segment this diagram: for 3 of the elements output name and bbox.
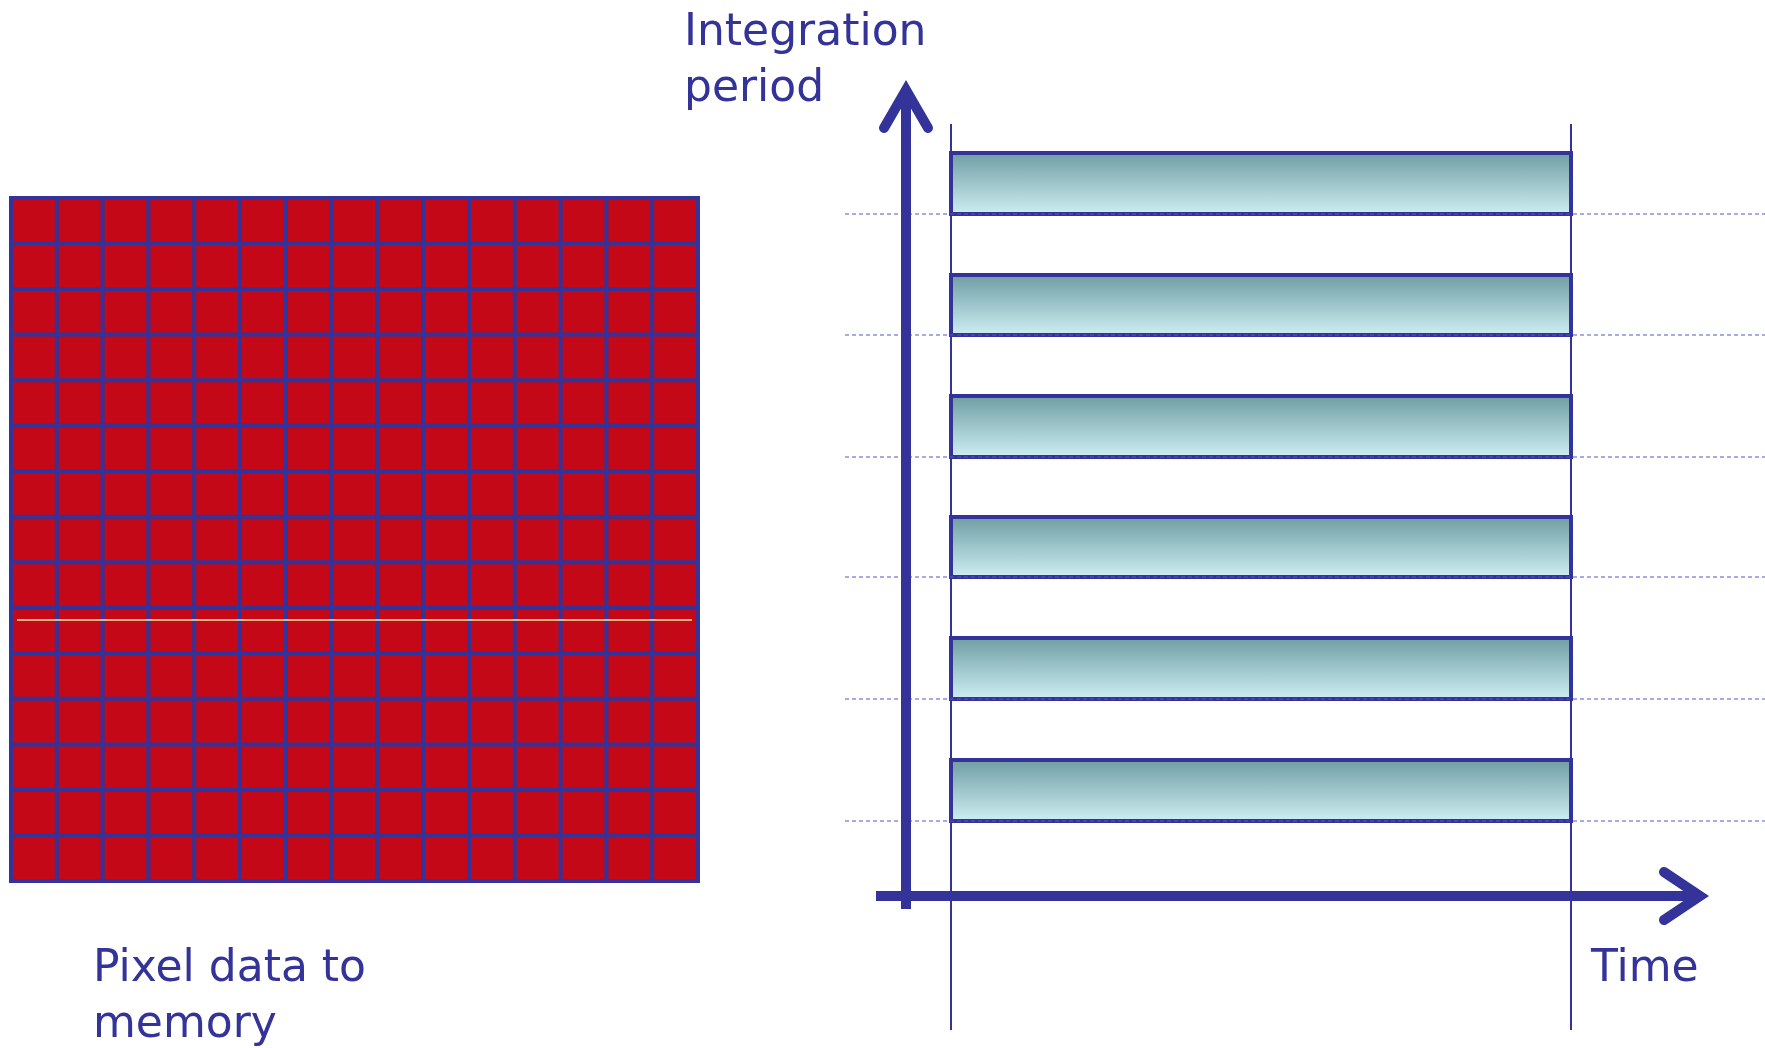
axis-label: Integration period: [684, 3, 928, 113]
caption-text: Pixel data to memory: [93, 939, 368, 1048]
axis-label: Time: [1591, 939, 1700, 993]
